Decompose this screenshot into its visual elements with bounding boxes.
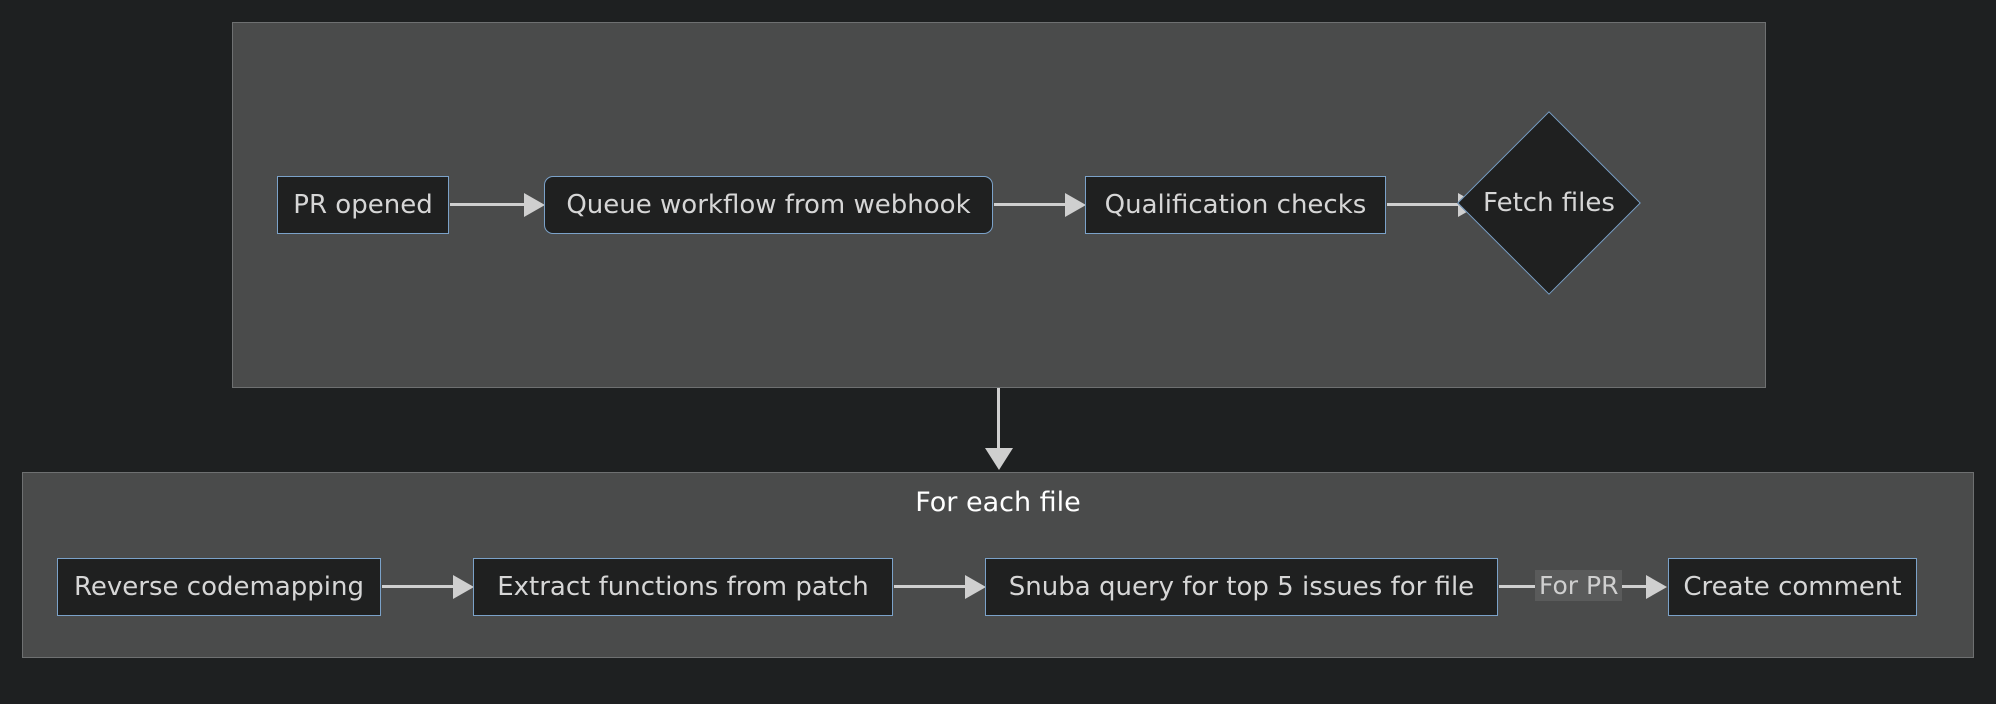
arrowhead-pr-opened-to-queue-workflow <box>524 193 545 217</box>
edge-extract-functions-to-snuba-query <box>894 585 980 588</box>
node-queue-workflow[interactable]: Queue workflow from webhook <box>544 176 993 234</box>
edge-qualification-checks-to-fetch-files <box>1387 203 1473 206</box>
node-fetch-files[interactable]: Fetch files <box>1457 111 1641 295</box>
edge-label-for-pr: For PR <box>1535 570 1623 601</box>
edge-top-subgraph-to-bottom-subgraph <box>997 388 1000 466</box>
node-qualification-checks[interactable]: Qualification checks <box>1085 176 1386 234</box>
node-extract-functions[interactable]: Extract functions from patch <box>473 558 893 616</box>
edge-pr-opened-to-queue-workflow <box>450 203 536 206</box>
node-snuba-query[interactable]: Snuba query for top 5 issues for file <box>985 558 1498 616</box>
node-reverse-codemapping[interactable]: Reverse codemapping <box>57 558 381 616</box>
arrowhead-reverse-codemapping-to-extract-functions <box>453 575 474 599</box>
arrowhead-extract-functions-to-snuba-query <box>965 575 986 599</box>
arrowhead-snuba-query-to-create-comment <box>1646 575 1667 599</box>
arrowhead-queue-workflow-to-qualification-checks <box>1065 193 1086 217</box>
edge-reverse-codemapping-to-extract-functions <box>382 585 468 588</box>
node-fetch-files-label: Fetch files <box>1483 188 1615 218</box>
edge-queue-workflow-to-qualification-checks <box>994 203 1080 206</box>
arrowhead-top-subgraph-to-bottom-subgraph <box>985 448 1013 470</box>
subgraph-bottom-title: For each file <box>915 487 1081 518</box>
node-create-comment[interactable]: Create comment <box>1668 558 1917 616</box>
node-pr-opened[interactable]: PR opened <box>277 176 449 234</box>
